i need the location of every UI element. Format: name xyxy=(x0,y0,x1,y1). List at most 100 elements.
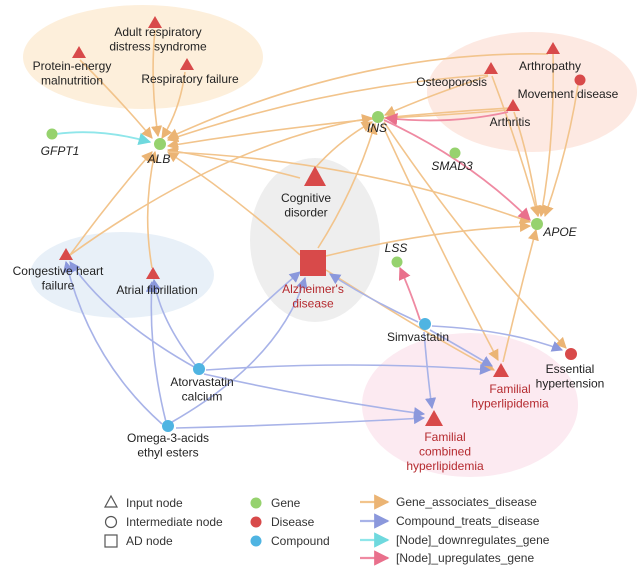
label-famhyper-line: Familial xyxy=(489,382,530,396)
edge-arthritis-apoe xyxy=(513,111,543,218)
node-alzheimers[interactable] xyxy=(300,250,326,276)
edge-atorvastatin-alzheimers xyxy=(201,271,301,365)
legend-compound-dot xyxy=(250,535,262,547)
edge-osteo-apoe xyxy=(491,75,541,218)
node-lss[interactable] xyxy=(391,256,403,268)
nodes xyxy=(46,16,586,432)
label-ins: INS xyxy=(367,121,387,135)
edge-alzheimers-apoe xyxy=(325,220,532,257)
label-chf-line: Congestive heart xyxy=(13,264,104,278)
label-alzheimers-line: disease xyxy=(292,296,334,310)
label-cognitive-line: Cognitive xyxy=(281,191,331,205)
legend-circle-icon xyxy=(104,515,118,529)
edge-arthro-alb xyxy=(166,53,549,139)
legend-edge-downregulates: [Node]_downregulates_gene xyxy=(396,533,550,547)
node-famcomb[interactable] xyxy=(425,410,443,426)
legend-triangle-icon xyxy=(103,494,119,508)
legend-gene-dot xyxy=(250,497,262,509)
edge-simvastatin-famcomb xyxy=(423,331,437,410)
label-resp: Respiratory failure xyxy=(141,72,239,86)
label-atorvastatin-line: calcium xyxy=(182,389,223,403)
edge-omega-alzheimers xyxy=(171,276,308,423)
edges-downregulates xyxy=(55,131,152,146)
label-famcomb-line: combined xyxy=(419,444,471,458)
node-ards[interactable] xyxy=(148,16,162,28)
label-lss: LSS xyxy=(385,241,408,255)
node-cognitive[interactable] xyxy=(304,166,326,186)
label-ards-line: distress syndrome xyxy=(109,39,207,53)
node-arthritis[interactable] xyxy=(506,99,520,111)
node-resp[interactable] xyxy=(180,58,194,70)
edge-chf-ins xyxy=(69,114,374,256)
edge-atorvastatin-chf xyxy=(69,261,197,369)
label-chf-line: failure xyxy=(42,278,75,292)
label-pem-line: malnutrition xyxy=(41,73,103,87)
label-alzheimers-line: Alzheimer's xyxy=(282,282,344,296)
label-movement: Movement disease xyxy=(518,87,619,101)
label-simvastatin: Simvastatin xyxy=(387,330,449,344)
edge-osteo-ins xyxy=(383,75,489,117)
label-famcomb-line: hyperlipidemia xyxy=(406,459,484,473)
edges-compound-treats-disease xyxy=(62,260,564,429)
legend-shape-ad: AD node xyxy=(126,534,173,548)
edge-osteo-alb xyxy=(166,74,489,143)
label-arthritis: Arthritis xyxy=(490,115,531,129)
label-omega-line: Omega-3-acids xyxy=(127,431,209,445)
edge-afib-alb xyxy=(146,150,159,269)
edge-movement-apoe xyxy=(543,84,579,218)
edge-alzheimers-alb xyxy=(167,151,301,256)
edge-arthro-apoe xyxy=(537,51,555,218)
legend-shape-intermediate: Intermediate node xyxy=(126,515,223,529)
node-ins[interactable] xyxy=(372,111,384,123)
label-essential-line: Essential xyxy=(546,362,595,376)
edge-resp-alb xyxy=(161,71,186,139)
node-gfpt1[interactable] xyxy=(46,128,58,140)
label-omega-line: ethyl esters xyxy=(137,445,198,459)
edge-alzheimers-ins xyxy=(317,122,378,249)
edge-arthritis-alb xyxy=(166,107,511,150)
label-smad3: SMAD3 xyxy=(431,159,473,173)
edge-simvastatin-famhyper xyxy=(429,329,493,367)
node-simvastatin[interactable] xyxy=(419,318,431,330)
edge-simvastatin-lss-up xyxy=(398,266,421,321)
label-afib: Atrial fibrillation xyxy=(116,283,197,297)
label-arthro: Arthropathy xyxy=(519,59,581,73)
node-chf[interactable] xyxy=(59,248,73,260)
node-pem[interactable] xyxy=(72,46,86,58)
legend-type-compound: Compound xyxy=(271,534,330,548)
node-smad3[interactable] xyxy=(449,147,461,159)
edge-omega-afib xyxy=(145,280,167,423)
label-osteo: Osteoporosis xyxy=(416,75,487,89)
node-afib[interactable] xyxy=(146,267,160,279)
node-atorvastatin[interactable] xyxy=(193,363,205,375)
node-apoe[interactable] xyxy=(531,218,543,230)
node-omega[interactable] xyxy=(162,420,174,432)
label-alb: ALB xyxy=(147,152,171,166)
label-famcomb-line: Familial xyxy=(424,430,465,444)
edge-chf-alb xyxy=(69,151,153,256)
label-cognitive-line: disorder xyxy=(284,205,327,219)
node-osteo[interactable] xyxy=(484,62,498,74)
node-arthro[interactable] xyxy=(546,42,560,54)
edge-alzheimers-famhyper xyxy=(325,269,495,371)
node-essential[interactable] xyxy=(565,348,577,360)
node-alb[interactable] xyxy=(154,138,166,150)
edge-cognitive-ins xyxy=(314,121,373,169)
cluster-respiratory xyxy=(23,5,263,109)
node-movement[interactable] xyxy=(574,74,586,86)
node-famhyper[interactable] xyxy=(493,363,509,377)
edges-upregulates xyxy=(383,111,531,321)
legend-edge-upregulates: [Node]_upregulates_gene xyxy=(396,551,534,565)
edge-ins-apoe-up xyxy=(383,119,531,221)
cluster-lipid xyxy=(362,333,578,477)
edge-ards-alb xyxy=(151,29,163,138)
edge-ins-famhyper xyxy=(381,123,499,361)
edge-pem-alb xyxy=(79,59,153,139)
